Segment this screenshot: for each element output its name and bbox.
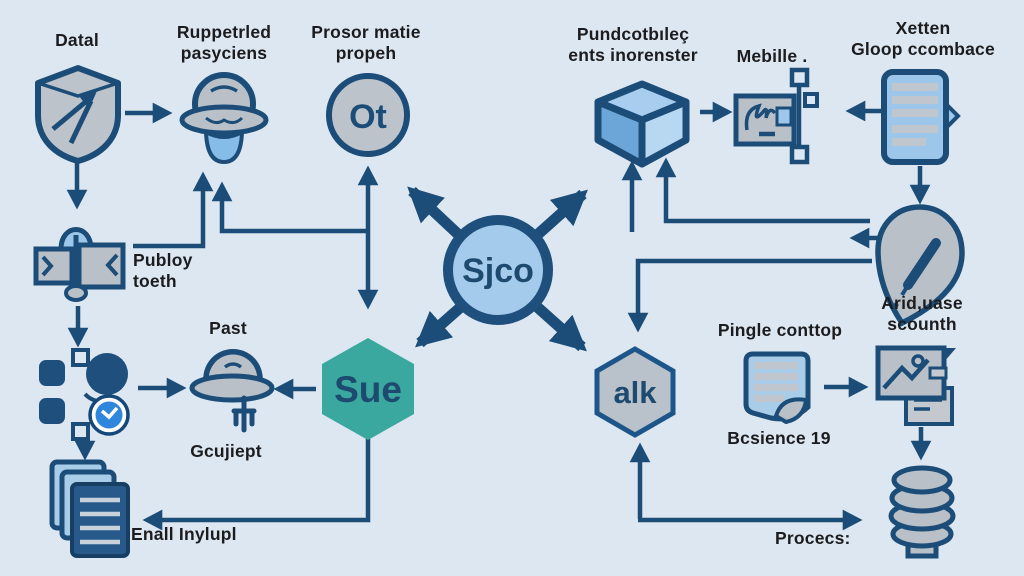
label-procecs: Procecs: <box>775 528 851 548</box>
label-datal: Datal <box>55 30 99 50</box>
label-xetten: Xetten Gloop ccombace <box>851 18 995 60</box>
chip-icon <box>733 67 819 165</box>
database-icon <box>886 460 958 562</box>
sue-label: Sue <box>334 369 402 410</box>
label-ariduase: Arid,uase scounth <box>881 293 963 335</box>
connector-lines <box>66 100 932 531</box>
label-enall: Enall Inylupl <box>131 524 237 544</box>
image-card-icon <box>875 344 960 428</box>
label-gcujiept: Gcujiept <box>190 441 262 461</box>
hub-circle <box>443 215 553 325</box>
arrow-pen-to-alk <box>627 258 872 333</box>
hexagon-teal-icon: Sue <box>318 336 418 442</box>
hub-arrows <box>407 186 588 352</box>
label-prosor: Prosor matie propeh <box>311 22 421 64</box>
documents-stack-icon <box>48 458 136 560</box>
hub-circle-arrows-icon: Sjco <box>388 178 608 364</box>
hub-label: Sjco <box>462 252 534 290</box>
arrow-sue-to-docs <box>142 438 371 531</box>
hexagon-gray-icon: alk <box>592 346 678 438</box>
cube-icon <box>588 78 696 170</box>
shapes-clock-icon <box>33 348 141 444</box>
pen-drop-icon <box>872 203 966 331</box>
label-publoy: Publoy toeth <box>133 250 193 292</box>
pin-squares-icon <box>33 213 129 307</box>
label-past: Past <box>209 318 247 338</box>
person-fork-icon <box>189 340 278 436</box>
person-hat-icon <box>179 68 269 170</box>
circle-ot-label: Ot <box>349 98 387 136</box>
label-pingle: Pingle conttop <box>717 320 843 340</box>
label-ruppetrled: Ruppetrled pasyciens <box>176 22 272 64</box>
label-mebille: Mebille . <box>736 46 808 66</box>
alk-label: alk <box>613 375 657 410</box>
label-bcsience: Bcsience 19 <box>727 428 831 448</box>
arrow-pen-to-cube <box>655 157 870 224</box>
document-curl-icon <box>740 350 820 430</box>
label-pundcot: Pundcotbıleç ents inorenster <box>568 24 698 66</box>
arrow-branch-to-person <box>211 181 368 234</box>
document-lines-icon <box>880 68 961 166</box>
circle-ot-icon: Ot <box>324 71 412 159</box>
arrow-publoy-to-person <box>133 171 214 249</box>
shield-icon <box>33 63 123 165</box>
